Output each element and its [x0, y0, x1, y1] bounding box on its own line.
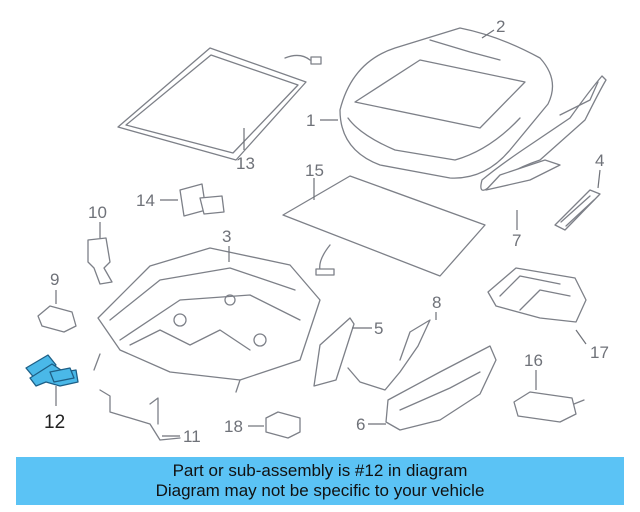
part-7-side-trim — [480, 75, 607, 191]
parts-diagram: 13 2 1 7 4 15 14 — [25, 17, 609, 446]
callout-3[interactable]: 3 — [222, 227, 231, 246]
part-13-heater-mat — [117, 47, 322, 161]
callout-4[interactable]: 4 — [595, 151, 604, 170]
part-10-bracket — [87, 237, 113, 285]
part-6-side-shield — [385, 345, 497, 431]
leader-2 — [481, 29, 495, 39]
part-12-highlighted[interactable] — [25, 354, 79, 387]
leader-4 — [597, 169, 601, 189]
part-9-cover — [37, 305, 77, 333]
callout-15[interactable]: 15 — [305, 161, 324, 180]
part-2-cushion-pad — [339, 27, 554, 179]
callout-12[interactable]: 12 — [44, 412, 65, 433]
caption-line-1: Part or sub-assembly is #12 in diagram — [172, 461, 468, 480]
callout-18[interactable]: 18 — [224, 417, 243, 436]
part-11-rail-bracket — [99, 389, 181, 441]
part-14-module — [179, 183, 225, 217]
callout-9[interactable]: 9 — [50, 270, 59, 289]
caption-line-2: Diagram may not be specific to your vehi… — [155, 481, 485, 500]
callout-8[interactable]: 8 — [432, 293, 441, 312]
callout-5[interactable]: 5 — [374, 319, 383, 338]
callout-7[interactable]: 7 — [512, 231, 521, 250]
callout-6[interactable]: 6 — [356, 415, 365, 434]
part-17-adjuster — [487, 267, 587, 323]
callout-10[interactable]: 10 — [88, 203, 107, 222]
part-15-sensor-mat — [282, 175, 486, 277]
part-5-side-panel — [313, 317, 355, 387]
callout-2[interactable]: 2 — [496, 17, 505, 36]
callout-1[interactable]: 1 — [306, 111, 315, 130]
callout-13[interactable]: 13 — [236, 154, 255, 173]
part-8-cable — [347, 319, 431, 391]
part-18-clip — [265, 411, 301, 439]
caption-banner: Part or sub-assembly is #12 in diagram D… — [16, 457, 624, 505]
callout-16[interactable]: 16 — [524, 351, 543, 370]
part-16-module — [513, 391, 585, 423]
part-4-trim-cover — [554, 189, 601, 231]
leader-17 — [575, 329, 587, 345]
callout-11[interactable]: 11 — [183, 427, 201, 446]
part-3-seat-frame — [93, 247, 321, 393]
callout-17[interactable]: 17 — [590, 343, 609, 362]
callout-14[interactable]: 14 — [136, 191, 155, 210]
